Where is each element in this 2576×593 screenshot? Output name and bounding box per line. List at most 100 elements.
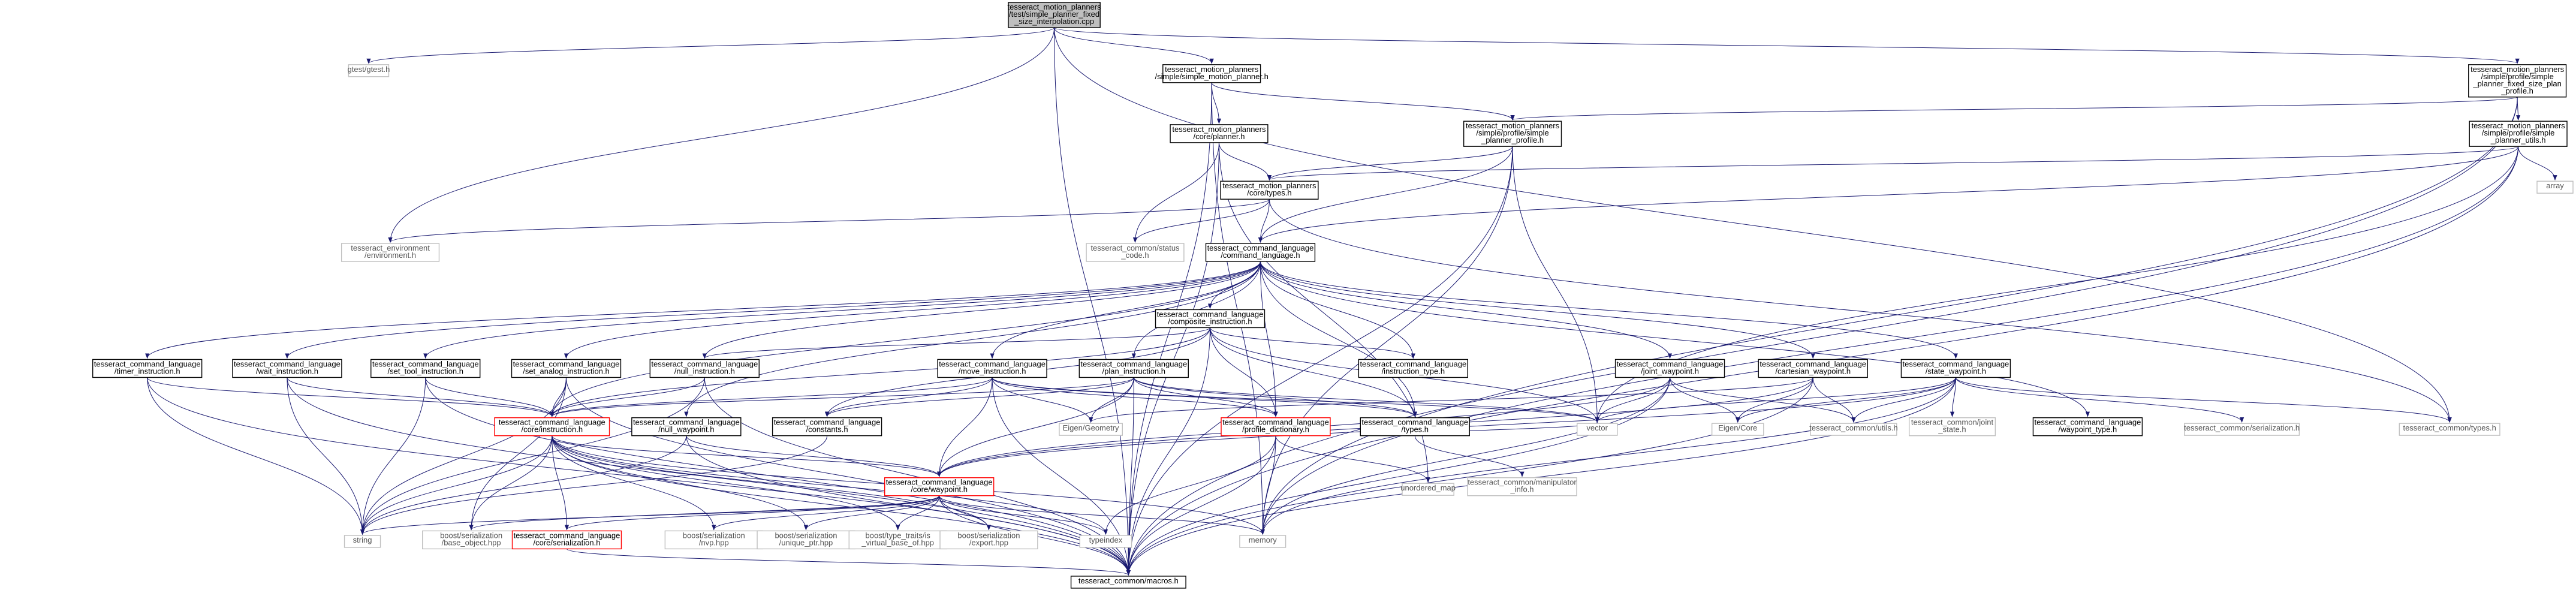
node-box-cartesian[interactable] xyxy=(1758,359,1868,378)
node-root[interactable]: tesseract_motion_planners/test/simple_pl… xyxy=(1008,2,1102,28)
node-box-nvp[interactable] xyxy=(664,530,763,550)
node-box-eigengeom[interactable] xyxy=(1059,423,1123,436)
node-corep[interactable]: tesseract_motion_planners/core/planner.h xyxy=(1170,124,1269,143)
node-box-root[interactable] xyxy=(1008,2,1101,28)
node-box-profdict[interactable] xyxy=(1221,417,1331,437)
node-box-spp[interactable] xyxy=(1463,121,1562,147)
node-settool[interactable]: tesseract_command_language/set_tool_inst… xyxy=(370,359,481,378)
node-spu[interactable]: tesseract_motion_planners/simple/profile… xyxy=(2469,121,2568,147)
node-manip[interactable]: tesseract_common/manipulator_info.h xyxy=(1467,477,1577,496)
node-composite[interactable]: tesseract_command_language/composite_ins… xyxy=(1155,309,1266,329)
node-box-typeindex[interactable] xyxy=(1079,535,1132,548)
node-serialization[interactable]: tesseract_common/serialization.h xyxy=(2184,423,2300,436)
node-box-unordered[interactable] xyxy=(1402,483,1454,496)
node-box-coreser[interactable] xyxy=(511,530,622,550)
node-box-smp[interactable] xyxy=(1162,64,1261,83)
node-virtualbase[interactable]: boost/type_traits/is_virtual_base_of.hpp xyxy=(848,530,947,550)
node-box-gtest[interactable] xyxy=(348,64,390,77)
node-joint[interactable]: tesseract_command_language/joint_waypoin… xyxy=(1614,359,1725,378)
node-plan[interactable]: tesseract_command_language/plan_instruct… xyxy=(1078,359,1189,378)
node-macros[interactable]: tesseract_common/macros.h xyxy=(1070,576,1186,589)
node-nvp[interactable]: boost/serialization/nvp.hpp xyxy=(664,530,763,550)
node-uniqueptr[interactable]: boost/serialization/unique_ptr.hpp xyxy=(757,530,855,550)
node-box-coreinstr[interactable] xyxy=(494,417,610,437)
node-box-plan[interactable] xyxy=(1078,359,1189,378)
node-constants[interactable]: tesseract_command_language/constants.h xyxy=(772,417,882,437)
node-box-nullinstr[interactable] xyxy=(649,359,760,378)
node-export[interactable]: boost/serialization/export.hpp xyxy=(939,530,1038,550)
node-nullwp[interactable]: tesseract_command_language/null_waypoint… xyxy=(631,417,742,437)
node-fsip[interactable]: tesseract_motion_planners/simple/profile… xyxy=(2468,64,2567,98)
node-timer[interactable]: tesseract_command_language/timer_instruc… xyxy=(92,359,203,378)
node-box-corewp[interactable] xyxy=(884,477,995,496)
node-eigengeom[interactable]: Eigen/Geometry xyxy=(1059,423,1123,436)
node-box-cltypes[interactable] xyxy=(1360,417,1470,437)
node-cartesian[interactable]: tesseract_command_language/cartesian_way… xyxy=(1758,359,1868,378)
node-box-coretypes[interactable] xyxy=(1220,180,1319,200)
node-box-nullwp[interactable] xyxy=(631,417,742,437)
node-box-baseobj[interactable] xyxy=(422,530,521,550)
node-box-memory[interactable] xyxy=(1239,535,1287,548)
node-box-composite[interactable] xyxy=(1155,309,1266,329)
node-box-ctypes[interactable] xyxy=(2399,423,2500,436)
node-array[interactable]: array xyxy=(2536,180,2574,194)
node-cmdlang[interactable]: tesseract_command_language/command_langu… xyxy=(1205,243,1316,262)
node-string[interactable]: string xyxy=(344,535,381,548)
node-box-eigencore[interactable] xyxy=(1711,423,1764,436)
node-label-memory: memory xyxy=(1249,535,1277,544)
node-cltypes[interactable]: tesseract_command_language/types.h xyxy=(1360,417,1470,437)
node-wait[interactable]: tesseract_command_language/wait_instruct… xyxy=(232,359,342,378)
node-typeindex[interactable]: typeindex xyxy=(1079,535,1132,548)
node-box-setanalog[interactable] xyxy=(511,359,622,378)
node-corewp[interactable]: tesseract_command_language/core/waypoint… xyxy=(884,477,995,496)
node-smp[interactable]: tesseract_motion_planners/simple/simple_… xyxy=(1155,64,1269,83)
node-box-export[interactable] xyxy=(939,530,1038,550)
node-unordered[interactable]: unordered_map xyxy=(1400,483,1456,496)
node-box-array[interactable] xyxy=(2536,180,2574,194)
node-box-vector[interactable] xyxy=(1577,423,1618,436)
node-coretypes[interactable]: tesseract_motion_planners/core/types.h xyxy=(1220,180,1319,200)
node-box-wptype[interactable] xyxy=(2032,417,2143,437)
node-box-constants[interactable] xyxy=(772,417,882,437)
node-spp[interactable]: tesseract_motion_planners/simple/profile… xyxy=(1463,121,1562,147)
node-box-move[interactable] xyxy=(937,359,1047,378)
node-box-wait[interactable] xyxy=(232,359,342,378)
node-state[interactable]: tesseract_command_language/state_waypoin… xyxy=(1900,359,2011,378)
node-gtest[interactable]: gtest/gtest.h xyxy=(348,64,390,77)
node-move[interactable]: tesseract_command_language/move_instruct… xyxy=(937,359,1047,378)
node-box-env[interactable] xyxy=(341,243,440,262)
node-memory[interactable]: memory xyxy=(1239,535,1287,548)
node-env[interactable]: tesseract_environment/environment.h xyxy=(341,243,440,262)
node-box-state[interactable] xyxy=(1900,359,2011,378)
node-ctypes[interactable]: tesseract_common/types.h xyxy=(2399,423,2500,436)
node-box-cmdlang[interactable] xyxy=(1205,243,1316,262)
node-box-uniqueptr[interactable] xyxy=(757,530,855,550)
node-coreinstr[interactable]: tesseract_command_language/core/instruct… xyxy=(494,417,610,437)
node-box-corep[interactable] xyxy=(1170,124,1269,143)
node-jointstate[interactable]: tesseract_common/joint_state.h xyxy=(1908,417,1996,437)
node-vector[interactable]: vector xyxy=(1577,423,1618,436)
node-instrtype[interactable]: tesseract_command_language/instruction_t… xyxy=(1358,359,1469,378)
node-baseobj[interactable]: boost/serialization/base_object.hpp xyxy=(422,530,521,550)
node-status[interactable]: tesseract_common/status_code.h xyxy=(1086,243,1185,262)
node-coreser[interactable]: tesseract_command_language/core/serializ… xyxy=(511,530,622,550)
node-eigencore[interactable]: Eigen/Core xyxy=(1711,423,1764,436)
node-box-timer[interactable] xyxy=(92,359,203,378)
node-box-status[interactable] xyxy=(1086,243,1185,262)
node-box-string[interactable] xyxy=(344,535,381,548)
node-profdict[interactable]: tesseract_command_language/profile_dicti… xyxy=(1221,417,1331,437)
node-box-utils[interactable] xyxy=(1810,423,1897,436)
node-box-joint[interactable] xyxy=(1614,359,1725,378)
node-nullinstr[interactable]: tesseract_command_language/null_instruct… xyxy=(649,359,760,378)
node-setanalog[interactable]: tesseract_command_language/set_analog_in… xyxy=(511,359,622,378)
node-utils[interactable]: tesseract_common/utils.h xyxy=(1809,423,1898,436)
node-box-manip[interactable] xyxy=(1467,477,1577,496)
node-box-jointstate[interactable] xyxy=(1908,417,1996,437)
node-box-instrtype[interactable] xyxy=(1358,359,1469,378)
node-wptype[interactable]: tesseract_command_language/waypoint_type… xyxy=(2032,417,2143,437)
node-box-settool[interactable] xyxy=(370,359,481,378)
node-box-fsip[interactable] xyxy=(2468,64,2567,98)
node-box-spu[interactable] xyxy=(2469,121,2568,147)
node-box-serialization[interactable] xyxy=(2184,423,2300,436)
node-box-macros[interactable] xyxy=(1070,576,1186,589)
